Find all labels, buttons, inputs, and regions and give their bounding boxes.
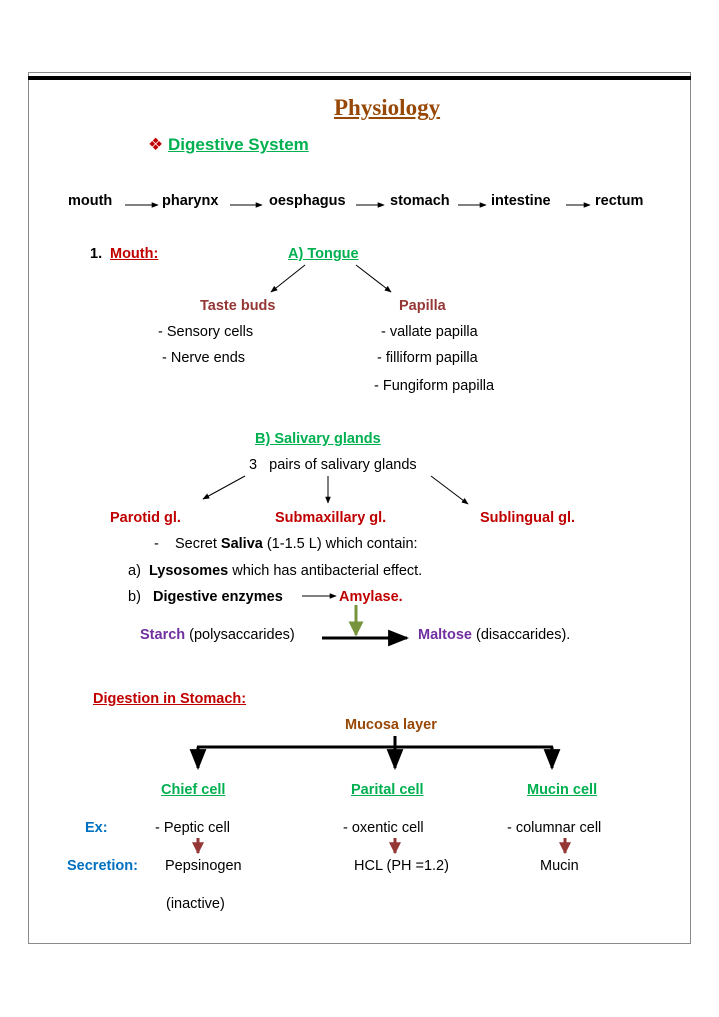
saliva-pre: Secret bbox=[174, 536, 221, 552]
lysosome-line: a) Lysosomes which has antibacterial eff… bbox=[128, 562, 422, 580]
pathway-step: intestine bbox=[491, 193, 551, 209]
mouth-number: 1. bbox=[90, 246, 103, 262]
papilla-title: Papilla bbox=[399, 298, 446, 314]
salivary-arrow-right bbox=[430, 475, 469, 505]
pathway-step: rectum bbox=[595, 193, 644, 209]
papilla-item: - Fungiform papilla bbox=[374, 378, 495, 394]
list-marker: a) bbox=[128, 563, 141, 579]
section-label: Digestive System bbox=[167, 135, 309, 154]
reaction-product: Maltose (disaccarides). bbox=[418, 626, 570, 644]
enzymes-line: b) Digestive enzymes bbox=[128, 588, 283, 606]
amylase-label: Amylase. bbox=[339, 589, 403, 605]
tongue-arrow-right bbox=[355, 264, 392, 293]
pathway-step: mouth bbox=[68, 193, 113, 209]
maltose-note: (disaccarides). bbox=[472, 627, 571, 643]
mucosa-label: Mucosa layer bbox=[345, 717, 437, 733]
taste-buds-item: - Sensory cells bbox=[158, 324, 254, 340]
starch-term: Starch bbox=[140, 627, 186, 643]
cell-name: Parital cell bbox=[351, 782, 424, 798]
cell-name: Chief cell bbox=[161, 782, 226, 798]
ex-label: Ex: bbox=[85, 820, 108, 836]
gland-label: Sublingual gl. bbox=[480, 510, 576, 526]
lysosome-rest: which has antibacterial effect. bbox=[228, 563, 423, 579]
gland-label: Parotid gl. bbox=[110, 510, 181, 526]
pathway-step: oesphagus bbox=[269, 193, 346, 209]
list-marker: b) bbox=[128, 589, 141, 605]
starch-note: (polysaccarides) bbox=[185, 627, 295, 643]
mouth-heading: Mouth: bbox=[110, 246, 159, 262]
salivary-heading: B) Salivary glands bbox=[255, 431, 381, 447]
pathway-step: pharynx bbox=[162, 193, 219, 209]
cell-secretion-note: (inactive) bbox=[166, 896, 225, 912]
cell-secretion: Mucin bbox=[540, 858, 579, 874]
top-rule bbox=[28, 76, 691, 80]
page-frame bbox=[28, 72, 691, 944]
cell-example: - Peptic cell bbox=[155, 820, 230, 836]
saliva-line: - Secret Saliva (1-1.5 L) which contain: bbox=[154, 535, 418, 553]
gland-label: Submaxillary gl. bbox=[275, 510, 387, 526]
taste-buds-item: - Nerve ends bbox=[162, 350, 246, 366]
cell-example: - oxentic cell bbox=[343, 820, 424, 836]
diamond-bullet-icon: ❖ bbox=[148, 135, 164, 154]
pathway-step: stomach bbox=[390, 193, 450, 209]
saliva-term: Saliva bbox=[220, 536, 263, 552]
lysosome-term: Lysosomes bbox=[148, 563, 229, 579]
salivary-arrow-left bbox=[202, 475, 246, 500]
papilla-item: - filliform papilla bbox=[377, 350, 478, 366]
cell-name: Mucin cell bbox=[527, 782, 598, 798]
secretion-label: Secretion: bbox=[67, 858, 138, 874]
page-title: Physiology bbox=[334, 95, 441, 120]
taste-buds-title: Taste buds bbox=[200, 298, 276, 314]
maltose-term: Maltose bbox=[418, 627, 472, 643]
cell-secretion: Pepsinogen bbox=[165, 858, 242, 874]
salivary-count-text: pairs of salivary glands bbox=[269, 457, 417, 473]
salivary-count: 3 pairs of salivary glands bbox=[249, 456, 417, 474]
enzymes-term: Digestive enzymes bbox=[153, 589, 283, 605]
papilla-item: - vallate papilla bbox=[381, 324, 478, 340]
tongue-arrow-left bbox=[270, 264, 306, 293]
section-heading: ❖ Digestive System bbox=[148, 136, 309, 154]
reaction-substrate: Starch (polysaccarides) bbox=[140, 626, 295, 644]
saliva-dash: - bbox=[154, 536, 159, 552]
stomach-heading: Digestion in Stomach: bbox=[93, 691, 247, 707]
saliva-post: (1-1.5 L) which contain: bbox=[262, 536, 418, 552]
cell-example: - columnar cell bbox=[507, 820, 602, 836]
tongue-heading: A) Tongue bbox=[288, 246, 359, 262]
salivary-count-number: 3 bbox=[249, 457, 258, 473]
cell-secretion: HCL (PH =1.2) bbox=[354, 858, 449, 874]
